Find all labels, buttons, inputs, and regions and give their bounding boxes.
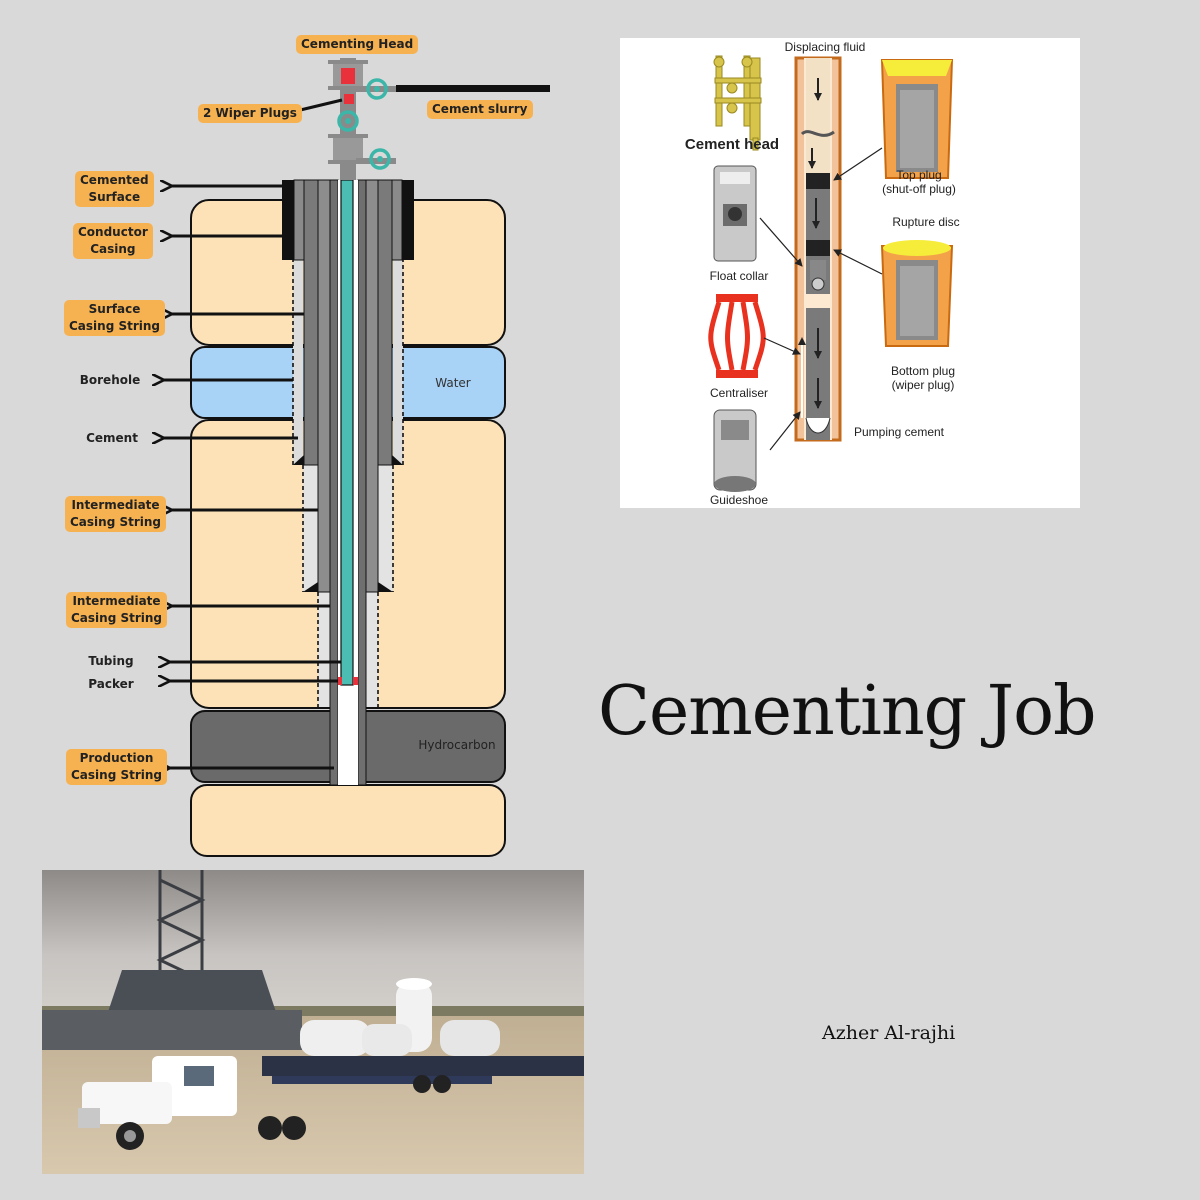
cement-slurry-label: Cement slurry bbox=[427, 100, 533, 119]
cement-sheath-left-2 bbox=[303, 465, 318, 592]
rupture-disc-label: Rupture disc bbox=[892, 215, 960, 229]
centraliser-icon bbox=[708, 294, 766, 378]
packer-left bbox=[338, 677, 342, 685]
valve-icon bbox=[366, 78, 388, 100]
conductor-casing-right bbox=[391, 179, 403, 261]
wiper-plug-red bbox=[341, 68, 355, 84]
well-diagram: Water Hydrocarbon bbox=[0, 58, 550, 857]
cement-head-label: Cement head bbox=[684, 136, 780, 153]
cement-sheath-left bbox=[293, 258, 303, 465]
guideshoe-label: Guideshoe bbox=[709, 493, 769, 507]
cement-slurry-line bbox=[396, 85, 550, 92]
top-plug-icon bbox=[880, 59, 954, 179]
wiper-plugs-label: 2 Wiper Plugs bbox=[198, 104, 302, 123]
packer-right bbox=[353, 677, 358, 685]
cemented-surface-label: Cemented Surface bbox=[75, 171, 154, 207]
intermediate-casing-2-left bbox=[329, 179, 339, 786]
author-name: Azher Al-rajhi bbox=[822, 1022, 956, 1044]
cement-sheath-left-3 bbox=[318, 592, 330, 707]
tubing bbox=[340, 179, 354, 686]
intermediate-casing-1-label: Intermediate Casing String bbox=[65, 496, 167, 532]
casing-cross-section bbox=[794, 56, 842, 442]
displacing-fluid-label: Displacing fluid bbox=[784, 40, 866, 54]
surface-casing-left bbox=[303, 179, 319, 466]
float-collar-icon bbox=[713, 165, 757, 262]
pumping-cement-label: Pumping cement bbox=[853, 425, 945, 439]
cementing-head-label: Cementing Head bbox=[296, 35, 419, 54]
rig-site-photo bbox=[42, 870, 584, 1174]
production-casing-label: Production Casing String bbox=[66, 749, 168, 785]
equipment-illustration bbox=[708, 55, 954, 492]
intermediate-casing-1-left bbox=[317, 179, 331, 593]
valve-icon bbox=[337, 110, 359, 132]
cement-head-icon bbox=[713, 55, 762, 151]
borehole-walls bbox=[292, 258, 404, 707]
intermediate-casing-2-label: Intermediate Casing String bbox=[66, 592, 168, 628]
truck bbox=[78, 1056, 451, 1150]
cemented-surface-right bbox=[402, 180, 414, 260]
label-arrows bbox=[162, 98, 343, 768]
cement-label: Cement bbox=[86, 431, 138, 445]
intermediate-casing-1-right bbox=[365, 179, 379, 593]
cement-sheath-right-3 bbox=[366, 592, 378, 707]
hydrocarbon-label: Hydrocarbon bbox=[418, 738, 495, 752]
conductor-casing-label: Conductor Casing bbox=[73, 223, 153, 259]
water-label: Water bbox=[435, 376, 471, 390]
cement-sheath-right bbox=[393, 258, 403, 465]
bottom-plug-label: Bottom plug (wiper plug) bbox=[890, 364, 956, 392]
float-collar-label: Float collar bbox=[709, 269, 769, 283]
intermediate-casing-2-right bbox=[357, 179, 367, 786]
guideshoe-icon bbox=[713, 409, 757, 492]
cement-sheath-right-2 bbox=[378, 465, 393, 592]
surface-casing-label: Surface Casing String bbox=[64, 300, 166, 336]
equipment-panel: Displacing fluid Cement head Float colla… bbox=[620, 38, 1080, 508]
packer-label: Packer bbox=[88, 677, 134, 691]
cementing-head-assembly bbox=[328, 58, 550, 180]
surface-casing-right bbox=[377, 179, 393, 466]
formation-bottom bbox=[190, 784, 506, 857]
derrick bbox=[156, 870, 206, 982]
bottom-plug-icon bbox=[880, 240, 954, 347]
borehole-label: Borehole bbox=[79, 373, 141, 387]
cemented-surface-left bbox=[282, 180, 294, 260]
page-title: Cementing Job bbox=[598, 672, 1097, 751]
centraliser-label: Centraliser bbox=[709, 386, 769, 400]
tubing-label: Tubing bbox=[88, 654, 134, 668]
top-plug-label: Top plug (shut-off plug) bbox=[882, 168, 956, 196]
valve-icon bbox=[369, 148, 391, 170]
conductor-casing-left bbox=[293, 179, 305, 261]
